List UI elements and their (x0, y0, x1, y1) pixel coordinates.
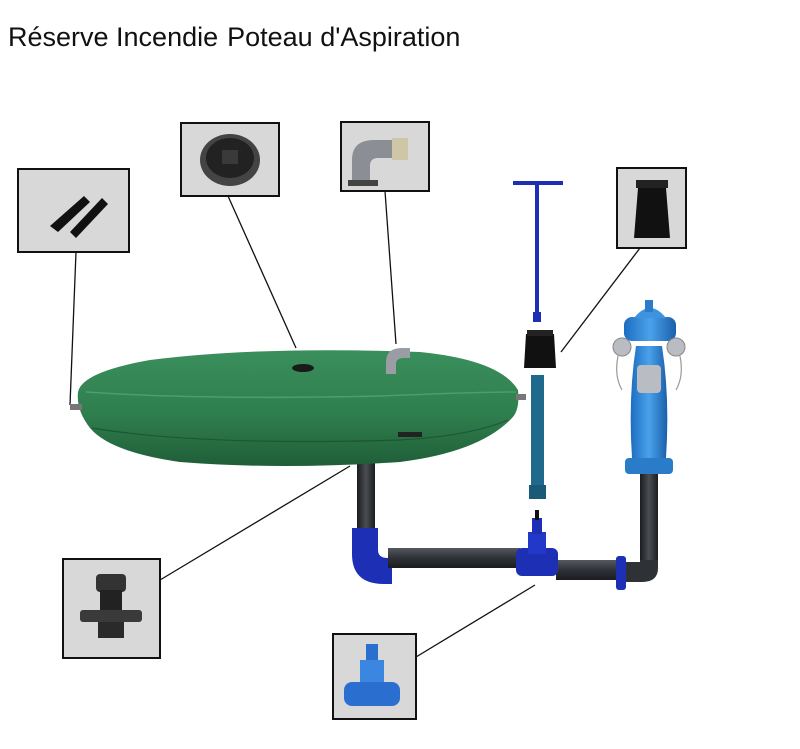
horizontal-pipe-right (556, 560, 626, 580)
thumbnail-valve[interactable] (332, 633, 417, 720)
page-title: Réserve Incendie Poteau d'Aspiration (8, 22, 469, 53)
valve-icon (344, 644, 400, 706)
hydrant-riser-pipe (640, 472, 658, 568)
sleeve-icon (634, 180, 670, 238)
t-key-handle (513, 181, 563, 185)
lid-icon (200, 134, 260, 186)
suction-tool-group (513, 181, 563, 499)
leader-line-brackets (69, 251, 77, 406)
gate-valve-assembly (516, 510, 558, 576)
tank-elbow (386, 348, 410, 374)
tank-lid (292, 364, 314, 372)
tank-drop-pipe (357, 462, 375, 534)
leader-lines (69, 190, 641, 658)
flange-icon (80, 574, 142, 638)
bracket-pair-icon (50, 196, 108, 238)
title-part-1: Réserve Incendie (8, 22, 219, 52)
thumbnail-flange[interactable] (62, 558, 161, 659)
leader-line-flange (159, 465, 351, 581)
sleeve-part (524, 334, 556, 368)
title-part-2: Poteau d'Aspiration (227, 22, 461, 52)
elbow-icon (348, 138, 408, 186)
thumbnail-brackets[interactable] (17, 168, 130, 253)
leader-line-elbow (384, 190, 397, 345)
leader-line-lid (227, 195, 297, 349)
suction-pipe (531, 375, 544, 495)
t-key-shaft (535, 184, 539, 314)
fire-hydrant (612, 300, 686, 474)
blue-elbow (352, 528, 392, 584)
thumbnail-elbow[interactable] (340, 121, 430, 192)
pipe-network (352, 462, 658, 590)
riser-elbow (626, 560, 658, 582)
horizontal-pipe-left (388, 548, 520, 568)
thumbnail-sleeve[interactable] (616, 167, 687, 249)
water-tank (70, 348, 526, 466)
pipe-flange (616, 556, 626, 590)
leader-line-valve (415, 584, 536, 658)
thumbnail-lid[interactable] (180, 122, 280, 197)
leader-line-sleeve (560, 247, 641, 353)
